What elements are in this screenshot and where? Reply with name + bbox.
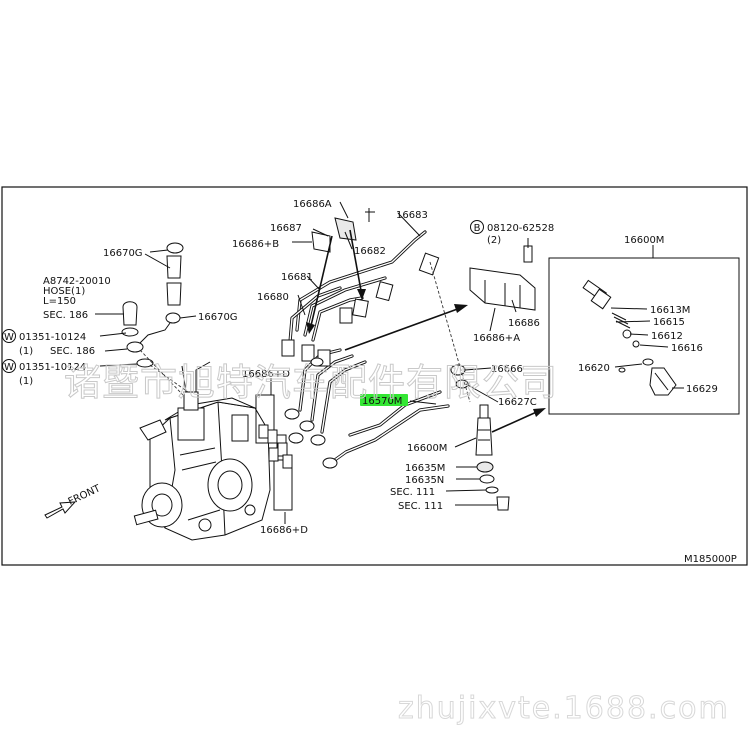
label-16682: 16682 [354,246,386,257]
label-16615: 16615 [653,317,685,328]
injection-pump [133,361,271,541]
washer-circle-marker-1 [2,329,16,343]
leader-lines [95,201,684,524]
label-16686B: 16686+B [232,239,279,250]
label-sec111-b: SEC. 111 [398,501,443,512]
label-bolt-qty: (2) [487,235,501,246]
watermark-footer: zhujixvte.1688.com [398,691,730,726]
label-16686D-top: 16686+D [242,369,290,380]
label-sec186-b: SEC. 186 [50,346,95,357]
label-16616: 16616 [671,343,703,354]
label-bolt-08120: 08120-62528 [487,223,554,234]
label-16686A: 16686A [293,199,332,210]
injector-inset-box [548,257,740,415]
bolt-circle-letter: B [474,223,481,234]
diagram-frame [1,186,748,566]
fuel-hose-assembly [121,242,189,396]
highlight-16570M [360,394,408,406]
label-16600M-lower: 16600M [407,443,447,454]
label-W1-qty: (1) [19,346,33,357]
injector-nozzle [429,261,510,511]
label-16680: 16680 [257,292,289,303]
assembly-arrows [306,229,546,433]
circled-markers: B W W [2,220,484,373]
label-W1-part: 01351-10124 [19,332,86,343]
label-L150: L=150 [43,296,76,307]
washer-circle-marker-2 [2,359,16,373]
label-hose: HOSE(1) [43,286,85,297]
label-W2-qty: (1) [19,376,33,387]
label-16635M: 16635M [405,463,445,474]
label-16666: 16666 [491,364,523,375]
label-front: FRONT [67,483,103,508]
label-16570M: 16570M [362,396,402,407]
washer-circle-letter-2: W [4,362,14,373]
delivery-valve-holders [255,394,293,511]
label-16612: 16612 [651,331,683,342]
label-16627C: 16627C [498,397,537,408]
bolt-circle-marker [470,220,484,234]
injection-pipes [281,230,450,469]
label-16686A-right: 16686+A [473,333,520,344]
label-16687: 16687 [270,223,302,234]
label-16683: 16683 [396,210,428,221]
label-16670G-mid: 16670G [198,312,238,323]
label-reference-code: M185000P [684,554,737,565]
label-16620: 16620 [578,363,610,374]
label-sec186-a: SEC. 186 [43,310,88,321]
watermark-company: 诸暨市旭特汽车配件有限公司 [64,361,558,404]
label-16613M: 16613M [650,305,690,316]
label-A8742-20010: A8742-20010 [43,276,111,287]
label-16635N: 16635N [405,475,444,486]
front-direction-arrow [44,501,77,519]
label-sec111-a: SEC. 111 [390,487,435,498]
label-16600M-inset: 16600M [624,235,664,246]
label-16629: 16629 [686,384,718,395]
label-16681: 16681 [281,272,313,283]
label-16686D-bottom: 16686+D [260,525,308,536]
label-W2-part: 01351-10124 [19,362,86,373]
washer-circle-letter-1: W [4,332,14,343]
label-16686: 16686 [508,318,540,329]
label-16670G-top: 16670G [103,248,143,259]
injector-parts-exploded [582,279,677,396]
